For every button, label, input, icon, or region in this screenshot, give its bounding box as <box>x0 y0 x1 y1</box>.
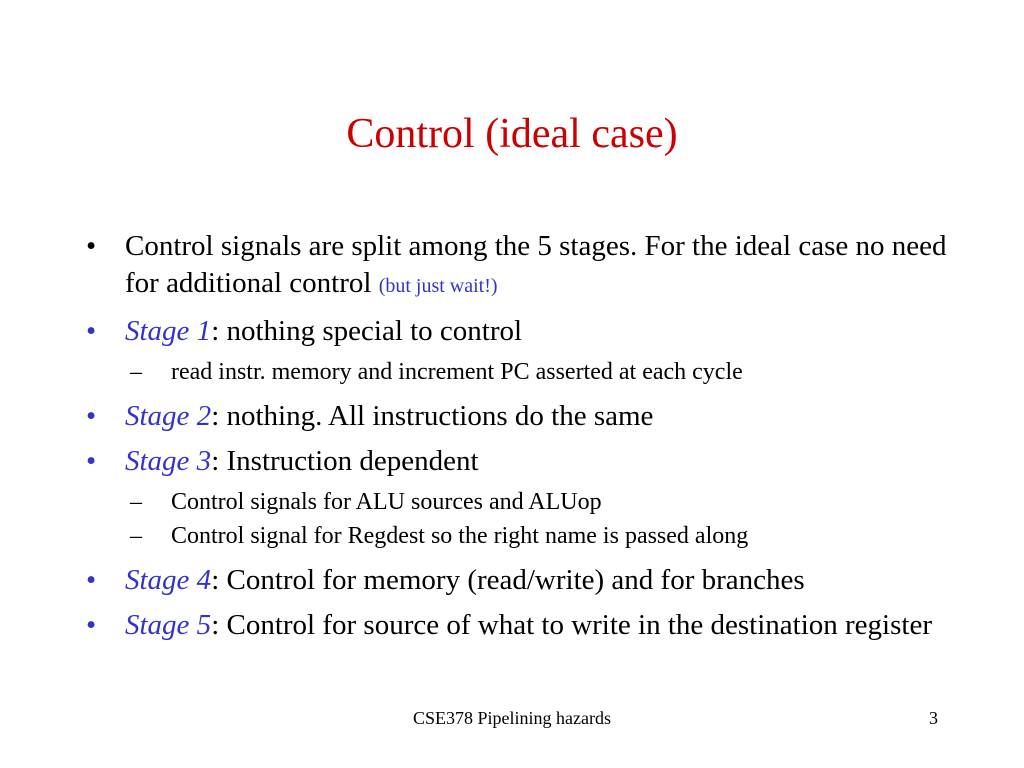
bullet-text: : Instruction dependent <box>211 445 479 477</box>
bullet-stage-3: • Stage 3: Instruction dependent <box>86 443 966 480</box>
sub-bullet-text: Control signal for Regdest so the right … <box>171 523 749 549</box>
bullet-text: : Control for memory (read/write) and fo… <box>211 564 805 596</box>
dash-marker: – <box>130 489 142 515</box>
bullet-marker: • <box>86 315 97 347</box>
sub-bullet: – Control signals for ALU sources and AL… <box>86 486 966 518</box>
stage-label: Stage 1 <box>125 315 212 347</box>
bullet-marker: • <box>86 564 97 596</box>
sub-bullet-text: Control signals for ALU sources and ALUo… <box>171 489 602 515</box>
stage-label: Stage 2 <box>125 400 212 432</box>
bullet-text: : nothing. All instructions do the same <box>211 400 654 432</box>
stage-label: Stage 3 <box>125 445 212 477</box>
bullet-marker: • <box>86 609 97 641</box>
bullet-marker: • <box>86 230 97 262</box>
footer-course: CSE378 Pipelining hazards <box>413 708 611 728</box>
bullet-stage-4: • Stage 4: Control for memory (read/writ… <box>86 562 966 599</box>
sub-bullet: – read instr. memory and increment PC as… <box>86 356 966 388</box>
stage-label: Stage 4 <box>125 564 212 596</box>
dash-marker: – <box>130 523 142 549</box>
dash-marker: – <box>130 359 142 385</box>
page-number: 3 <box>929 708 938 728</box>
bullet-marker: • <box>86 400 97 432</box>
bullet-text: : nothing special to control <box>211 315 523 347</box>
slide-body: • Control signals are split among the 5 … <box>86 228 966 652</box>
sub-bullet-text: read instr. memory and increment PC asse… <box>171 359 743 385</box>
bullet-stage-1: • Stage 1: nothing special to control <box>86 313 966 350</box>
bullet-text: Control signals are split among the 5 st… <box>125 230 947 299</box>
bullet-stage-2: • Stage 2: nothing. All instructions do … <box>86 398 966 435</box>
stage-label: Stage 5 <box>125 609 212 641</box>
sub-bullet: – Control signal for Regdest so the righ… <box>86 520 966 552</box>
bullet-aside: (but just wait!) <box>378 275 498 297</box>
bullet-text: : Control for source of what to write in… <box>211 609 932 641</box>
slide-title: Control (ideal case) <box>346 111 678 157</box>
bullet-intro: • Control signals are split among the 5 … <box>86 228 966 305</box>
bullet-marker: • <box>86 445 97 477</box>
bullet-stage-5: • Stage 5: Control for source of what to… <box>86 607 966 644</box>
